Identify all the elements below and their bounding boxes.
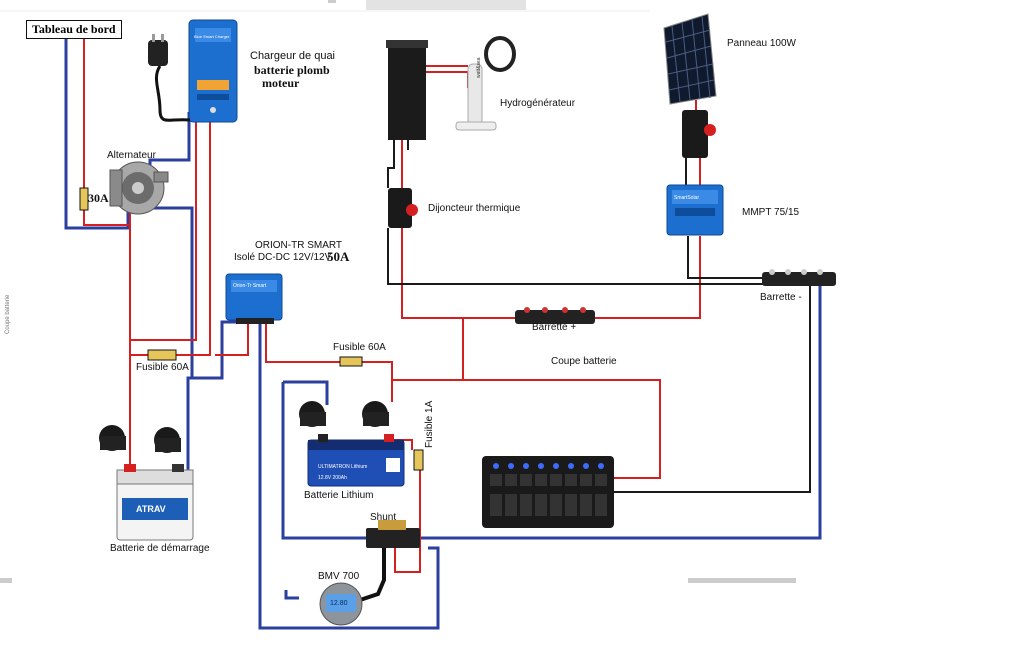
busbar-negative-label: Barrette - xyxy=(760,292,802,303)
charger-label-line1: Chargeur de quai xyxy=(250,50,336,62)
breaker-label: Dijoncteur thermique xyxy=(428,203,521,214)
orion-label-line1: ORION-TR SMART xyxy=(255,240,343,251)
panel-label: Panneau 100W xyxy=(727,38,796,49)
lithium-battery-switches xyxy=(299,401,389,427)
charger-label-line3: moteur xyxy=(262,76,300,90)
alternator xyxy=(109,161,169,215)
mppt-device-text: SmartSolar xyxy=(674,195,700,201)
hydro-device-text: watt&sea xyxy=(476,57,482,78)
panel-breaker xyxy=(682,110,716,158)
positive-wires xyxy=(83,38,701,573)
busbar-negative xyxy=(762,269,836,286)
shunt-label: Shunt xyxy=(370,512,397,523)
fuse-30a-label: 30A xyxy=(88,191,109,205)
mppt-controller xyxy=(666,184,724,236)
lithium-battery-label: Batterie Lithium xyxy=(304,490,374,501)
lithium-battery xyxy=(307,434,405,487)
fuse-60a-top-label: Fusible 60A xyxy=(333,342,386,353)
side-margin-label: Coupe batterie xyxy=(5,294,11,334)
fuse-1a-label: Fusible 1A xyxy=(424,400,435,448)
fuse-1a xyxy=(413,449,424,471)
lithium-device-spec: 12.8V 200Ah xyxy=(318,475,347,481)
charger-device-text: Blue Smart Charger xyxy=(194,34,230,39)
orion-amp-label: 50A xyxy=(327,249,350,264)
solar-panel xyxy=(663,13,717,105)
busbar-positive-label: Barrette + xyxy=(532,322,577,333)
orion-label-line2: Isolé DC-DC 12V/12V xyxy=(234,252,332,263)
starter-battery xyxy=(116,464,194,541)
lithium-device-name: ULTIMATRON Lithium xyxy=(318,464,368,470)
starter-battery-label: Batterie de démarrage xyxy=(110,543,210,554)
fuse-60a-top xyxy=(339,356,363,367)
orion-device-text: Orion-Tr Smart xyxy=(233,283,267,289)
fuse-60a-left xyxy=(147,349,177,361)
starter-brand-text: ATRAV xyxy=(136,504,166,514)
hydro-label: Hydrogénérateur xyxy=(500,98,576,109)
fuse-30a xyxy=(79,187,89,211)
mppt-label: MMPT 75/15 xyxy=(742,207,800,218)
starter-battery-switches xyxy=(99,425,181,453)
bmv-cable xyxy=(359,548,386,602)
thermal-breaker xyxy=(388,188,418,228)
bmv-display-text: 12.80 xyxy=(330,600,348,607)
switch-panel xyxy=(482,456,614,528)
battery-cutoff-label: Coupe batterie xyxy=(551,356,617,367)
busbar-positive xyxy=(515,307,595,324)
alternator-label: Alternateur xyxy=(107,150,156,161)
fuse-60a-left-label: Fusible 60A xyxy=(136,362,189,373)
dashboard-label: Tableau de bord xyxy=(26,20,122,39)
shunt-device xyxy=(366,520,420,548)
bmv-label: BMV 700 xyxy=(318,571,360,582)
hydrogenerator xyxy=(386,36,516,140)
orion-dcdc xyxy=(225,273,283,324)
bmv-700 xyxy=(319,582,363,626)
negative-wires xyxy=(387,140,811,493)
charger-label-line2: batterie plomb xyxy=(254,63,330,77)
shore-charger xyxy=(148,19,238,123)
